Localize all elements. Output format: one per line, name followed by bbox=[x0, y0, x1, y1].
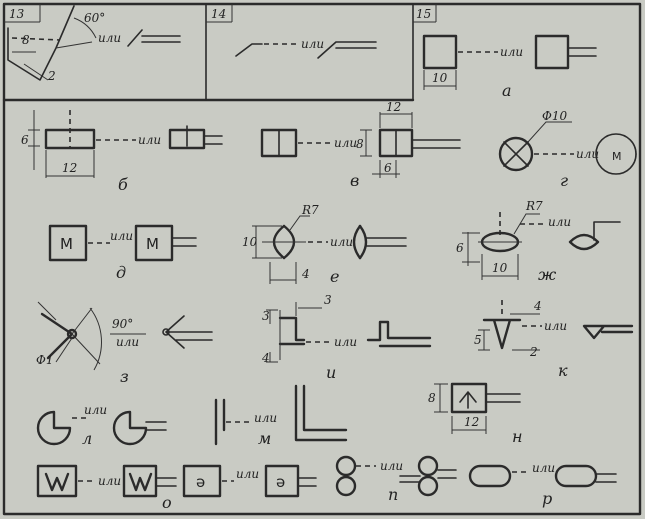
svg-text:3: 3 bbox=[262, 309, 270, 323]
symbol-z: 90° или Φ1 з bbox=[36, 301, 213, 386]
svg-text:или: или bbox=[98, 31, 121, 45]
svg-text:о: о bbox=[162, 493, 172, 512]
svg-text:к: к bbox=[558, 361, 568, 380]
svg-text:и: и bbox=[326, 363, 336, 382]
svg-text:или: или bbox=[334, 136, 357, 150]
angle-label: 60° bbox=[84, 11, 105, 25]
svg-text:12: 12 bbox=[464, 415, 479, 429]
symbol-a: или 10 а bbox=[422, 34, 597, 100]
svg-text:6: 6 bbox=[21, 133, 29, 147]
symbol-e: R7 10 4 или е bbox=[242, 203, 407, 286]
cell-number-14: 14 bbox=[211, 7, 226, 21]
svg-text:R7: R7 bbox=[525, 199, 543, 213]
svg-text:ə: ə bbox=[196, 473, 205, 491]
cell-number-13: 13 bbox=[9, 7, 25, 21]
svg-text:или: или bbox=[236, 467, 259, 481]
svg-text:90°: 90° bbox=[112, 317, 133, 331]
svg-text:5: 5 bbox=[474, 333, 482, 347]
svg-text:или: или bbox=[84, 403, 107, 417]
svg-text:12: 12 bbox=[386, 100, 401, 114]
svg-text:8: 8 bbox=[428, 391, 436, 405]
symbol-cell-13: 60° 8 2 или bbox=[7, 5, 181, 83]
svg-text:или: или bbox=[110, 229, 133, 243]
svg-text:12: 12 bbox=[62, 161, 77, 175]
svg-text:или: или bbox=[548, 215, 571, 229]
svg-text:6: 6 bbox=[456, 241, 464, 255]
svg-text:или: или bbox=[330, 235, 353, 249]
symbol-m: или м bbox=[214, 384, 348, 448]
svg-text:Φ1: Φ1 bbox=[36, 353, 53, 367]
svg-text:е: е bbox=[330, 267, 339, 286]
svg-text:д: д bbox=[116, 263, 126, 282]
svg-text:з: з bbox=[120, 367, 129, 386]
svg-text:или: или bbox=[301, 37, 324, 51]
svg-text:ə: ə bbox=[276, 473, 285, 491]
svg-text:ж: ж bbox=[538, 265, 557, 284]
svg-text:R7: R7 bbox=[301, 203, 319, 217]
svg-text:р: р bbox=[542, 489, 552, 508]
symbol-n: 8 12 н bbox=[428, 382, 523, 446]
svg-text:или: или bbox=[138, 133, 161, 147]
svg-text:10: 10 bbox=[432, 71, 448, 85]
svg-text:или: или bbox=[98, 474, 121, 488]
svg-text:6: 6 bbox=[384, 161, 392, 175]
svg-text:м: м bbox=[258, 429, 271, 448]
svg-text:п: п bbox=[388, 485, 398, 504]
svg-text:8: 8 bbox=[22, 33, 30, 47]
svg-text:в: в bbox=[350, 171, 359, 190]
svg-text:или: или bbox=[254, 411, 277, 425]
svg-text:4: 4 bbox=[533, 299, 542, 313]
svg-text:M: M bbox=[60, 235, 73, 253]
symbol-i: 3 3 4 или и bbox=[261, 293, 432, 382]
svg-text:или: или bbox=[500, 45, 523, 59]
symbol-b: 6 12 или б bbox=[21, 110, 223, 194]
svg-text:3: 3 bbox=[324, 293, 332, 307]
cell-number-15: 15 bbox=[416, 7, 431, 21]
svg-text:4: 4 bbox=[261, 351, 270, 365]
svg-text:или: или bbox=[544, 319, 567, 333]
svg-text:или: или bbox=[116, 335, 139, 349]
svg-text:4: 4 bbox=[301, 267, 310, 281]
symbol-g: Φ10 или M г bbox=[498, 109, 637, 190]
symbol-k: 4 5 2 или к bbox=[474, 299, 634, 380]
symbol-cell-14: или bbox=[235, 37, 377, 59]
svg-text:2: 2 bbox=[47, 69, 56, 83]
symbol-zh: R7 6 10 или ж bbox=[456, 199, 621, 284]
symbol-l: или л bbox=[36, 403, 167, 448]
svg-text:или: или bbox=[334, 335, 357, 349]
svg-text:2: 2 bbox=[529, 345, 538, 359]
symbol-d: M или M д bbox=[48, 224, 197, 282]
svg-text:б: б bbox=[118, 175, 128, 194]
symbol-o: или о ə или ə bbox=[36, 464, 317, 512]
svg-text:10: 10 bbox=[242, 235, 258, 249]
svg-text:M: M bbox=[146, 235, 159, 253]
diameter-label: Φ10 bbox=[542, 109, 567, 123]
svg-text:или: или bbox=[380, 459, 403, 473]
svg-text:или: или bbox=[532, 461, 555, 475]
svg-text:10: 10 bbox=[492, 261, 508, 275]
svg-text:н: н bbox=[512, 427, 523, 446]
svg-text:или: или bbox=[576, 147, 599, 161]
svg-text:8: 8 bbox=[356, 137, 364, 151]
svg-text:M: M bbox=[612, 150, 622, 163]
svg-text:г: г bbox=[560, 171, 568, 190]
label-a: а bbox=[502, 81, 512, 100]
symbol-r: или р bbox=[468, 461, 617, 508]
symbol-p: или п bbox=[335, 455, 457, 504]
svg-text:л: л bbox=[82, 429, 92, 448]
symbol-v: или 12 8 6 в bbox=[260, 100, 461, 190]
